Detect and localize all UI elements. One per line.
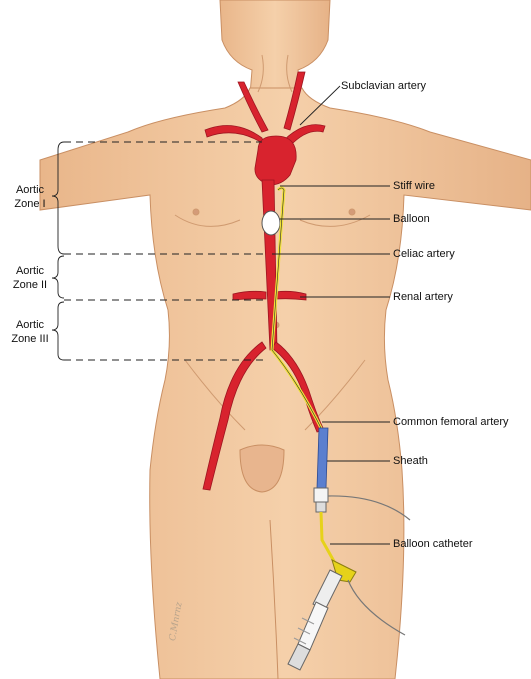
sheath-hub [313,487,329,503]
genitals [239,444,285,493]
torso [39,87,531,679]
aortic-balloon [261,210,281,236]
right-pectoral [299,214,371,227]
sheath-valve [315,501,327,513]
stiff-wire-outline [271,187,324,433]
leader-lines [272,85,390,545]
right-subclavian [283,124,326,147]
right-carotid [283,71,306,131]
sheath [316,427,329,489]
zone-2-line1: Aortic [15,265,45,277]
zone-brackets [51,141,65,361]
head [219,0,331,96]
bracket-zone3 [51,301,65,361]
zone-1-line2: Zone I [14,198,46,210]
zone-3-line1: Aortic [15,319,45,331]
catheter-sidetube [347,579,406,636]
label-sheath: Sheath [393,455,428,467]
zone-3-label: Aortic Zone III [2,318,58,346]
neck-left [257,54,264,93]
label-common-femoral-artery: Common femoral artery [393,416,509,428]
leader-subclavian [299,85,341,126]
sheath-sidearm [327,495,411,521]
leg-divide [269,519,279,679]
label-subclavian-artery: Subclavian artery [341,80,426,92]
label-stiff-wire: Stiff wire [393,180,435,192]
left-hip-line [184,359,246,431]
right-hip-line [304,359,366,431]
aortic-arch [254,135,297,186]
label-balloon: Balloon [393,213,430,225]
label-celiac-artery: Celiac artery [393,248,455,260]
bracket-zone1 [51,141,65,255]
right-nipple [348,208,356,216]
zone-2-label: Aortic Zone II [2,264,58,292]
right-renal [275,290,307,301]
zone-1-label: Aortic Zone I [2,183,58,211]
neck-right [286,54,293,93]
left-pectoral [174,214,241,227]
label-renal-artery: Renal artery [393,291,453,303]
syringe [287,569,343,671]
zone-dashed-lines [64,141,266,361]
left-nipple [192,208,200,216]
label-balloon-catheter: Balloon catheter [393,538,473,550]
body-silhouette [39,0,531,679]
left-renal [232,290,267,301]
left-iliac [202,341,267,491]
zone-2-line2: Zone II [12,279,48,291]
zone-3-line2: Zone III [11,333,49,345]
left-carotid [237,81,269,133]
bracket-zone2 [51,255,65,299]
zone-1-line1: Aortic [15,184,45,196]
